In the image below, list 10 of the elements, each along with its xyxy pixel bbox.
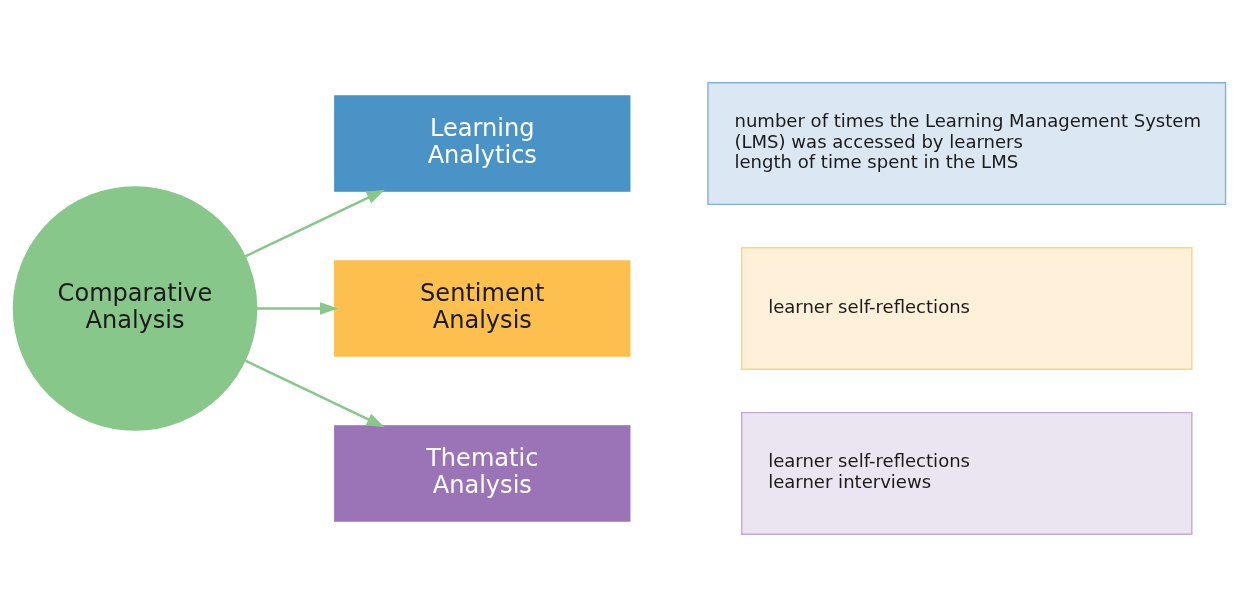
node-box: learner self-reflections xyxy=(740,246,1193,370)
arrow xyxy=(244,359,385,427)
node-box: number of times the Learning Management System (LMS) was accessed by learners length of time spent in the LMS xyxy=(707,81,1227,205)
node-box: Sentiment Analysis xyxy=(334,259,631,357)
arrow xyxy=(256,301,339,315)
arrow xyxy=(244,189,385,257)
node-box: learner self-reflections learner interviews xyxy=(740,411,1193,535)
node-box: Thematic Analysis xyxy=(334,424,631,522)
node-circle: Comparative Analysis xyxy=(12,185,258,431)
node-box: Learning Analytics xyxy=(334,94,631,192)
